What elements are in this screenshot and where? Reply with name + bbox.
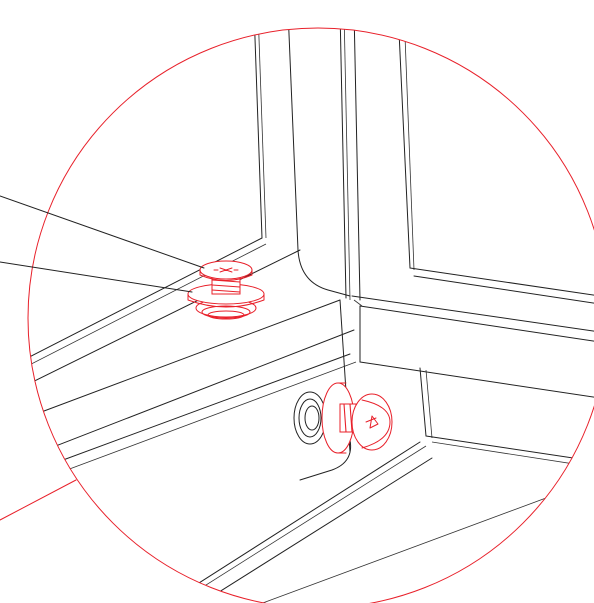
leader-line-washer — [0, 261, 193, 293]
detail-contents — [28, 28, 594, 603]
base-board — [28, 237, 594, 603]
lower-right-panel — [419, 367, 594, 469]
side-screw — [293, 382, 393, 454]
outer-edge-line — [0, 479, 77, 521]
leader-line-screw — [0, 195, 205, 269]
vertical-post — [253, 28, 415, 301]
magnifier-circle — [27, 27, 594, 603]
screw-icon — [187, 260, 265, 320]
top-rail — [351, 267, 594, 399]
